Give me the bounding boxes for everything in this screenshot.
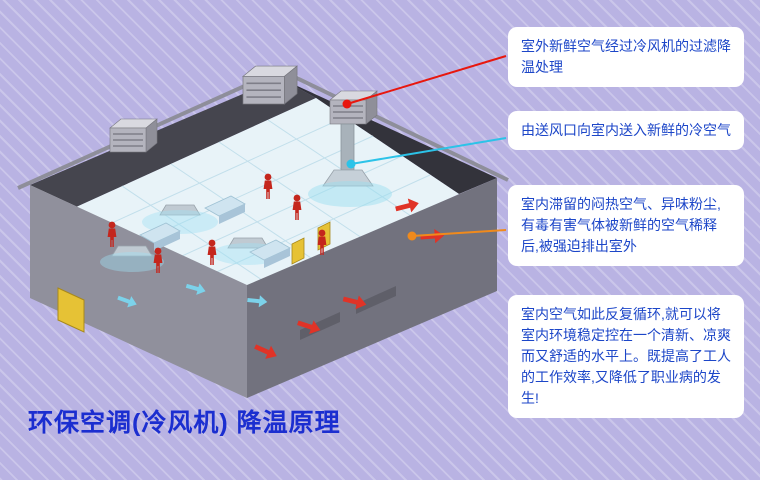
cooler-unit-icon	[329, 90, 378, 125]
yellow-machine	[291, 237, 305, 265]
callout-box-supply-air: 由送风口向室内送入新鲜的冷空气	[508, 111, 744, 150]
callout-box-circulation-benefits: 室内空气如此反复循环,就可以将室内环境稳定控在一个清新、凉爽而又舒适的水平上。既…	[508, 295, 744, 418]
wall-vent-slot	[356, 286, 396, 314]
connector-line-red	[346, 55, 507, 105]
callout-box-fresh-air-filtering: 室外新鲜空气经过冷风机的过滤降温处理	[508, 27, 744, 87]
workbench	[204, 195, 246, 224]
connector-line-cyan	[350, 137, 507, 165]
connector-line-orange	[411, 229, 507, 237]
callout-text: 由送风口向室内送入新鲜的冷空气	[521, 122, 731, 138]
yellow-door	[57, 287, 85, 333]
cool-air-spread	[308, 181, 392, 207]
callout-text: 室内空气如此反复循环,就可以将室内环境稳定控在一个清新、凉爽而又舒适的水平上。既…	[521, 306, 731, 406]
supply-air-diffuser	[322, 169, 374, 187]
callout-box-exhaust-air: 室内滞留的闷热空气、异味粉尘,有毒有害气体被新鲜的空气稀释后,被强迫排出室外	[508, 185, 744, 266]
callout-text: 室内滞留的闷热空气、异味粉尘,有毒有害气体被新鲜的空气稀释后,被强迫排出室外	[521, 196, 721, 254]
interior-equipment	[100, 195, 331, 272]
ceiling-diffuser	[100, 245, 164, 272]
factory-building	[17, 67, 509, 398]
connector-dot-orange	[407, 231, 417, 241]
connector-dot-red	[342, 99, 352, 109]
workbench	[139, 222, 181, 251]
page-title: 环保空调(冷风机) 降温原理	[28, 409, 341, 437]
connector-dot-cyan	[346, 159, 356, 169]
workbench	[249, 239, 291, 268]
outer-wall-left	[30, 185, 247, 398]
rooftop-cooler-units	[109, 65, 392, 207]
callout-connectors	[342, 55, 507, 241]
callout-text: 室外新鲜空气经过冷风机的过滤降温处理	[521, 38, 731, 75]
cooler-unit-icon	[242, 65, 298, 105]
cooler-unit-icon	[109, 118, 158, 153]
roof-band-left	[30, 78, 316, 208]
